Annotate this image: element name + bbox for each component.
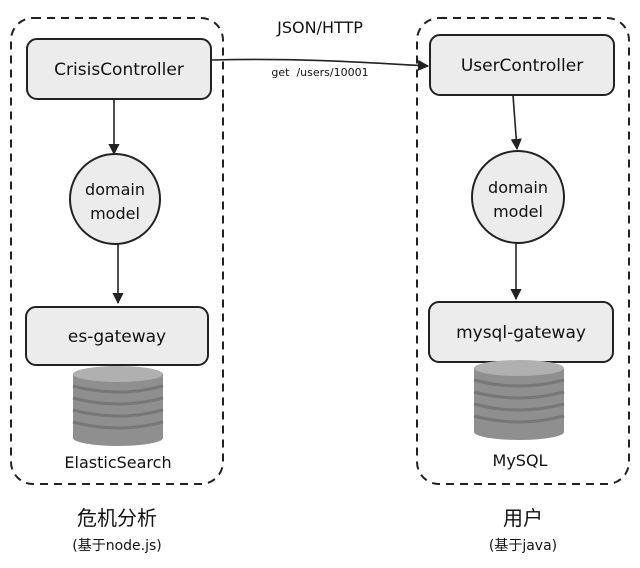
right-domain-model-line2: model bbox=[493, 202, 543, 221]
es-gateway-label: es-gateway bbox=[68, 327, 166, 347]
mysql-database-icon bbox=[473, 360, 565, 440]
protocol-label: JSON/HTTP bbox=[276, 18, 363, 37]
left-system-container bbox=[10, 17, 224, 485]
left-system-caption-title: 危机分析 bbox=[77, 506, 157, 530]
elasticsearch-label: ElasticSearch bbox=[64, 453, 171, 472]
right-domain-model-line1: domain bbox=[488, 178, 548, 197]
left-system-caption: 危机分析 (基于node.js) bbox=[17, 506, 217, 556]
right-system-caption-title: 用户 bbox=[503, 506, 543, 530]
request-label: get /users/10001 bbox=[271, 66, 368, 79]
right-arrow-controller-to-model bbox=[510, 94, 522, 151]
right-system-caption-sub: (基于java) bbox=[488, 538, 558, 554]
user-controller-label: UserController bbox=[461, 56, 583, 76]
left-domain-model-line2: model bbox=[90, 204, 140, 223]
http-request-arrow bbox=[211, 58, 430, 71]
mysql-gateway-box: mysql-gateway bbox=[428, 301, 614, 363]
right-system-caption: 用户 (基于java) bbox=[423, 506, 623, 556]
mysql-label: MySQL bbox=[493, 451, 548, 470]
mysql-gateway-label: mysql-gateway bbox=[456, 323, 586, 343]
right-system-container bbox=[416, 17, 630, 485]
right-domain-model-node: domain model bbox=[471, 150, 565, 244]
crisis-controller-label: CrisisController bbox=[54, 60, 184, 80]
es-gateway-box: es-gateway bbox=[25, 306, 209, 366]
left-system-caption-sub: (基于node.js) bbox=[72, 538, 162, 554]
left-domain-model-node: domain model bbox=[69, 153, 161, 245]
crisis-controller-box: CrisisController bbox=[26, 38, 212, 100]
user-controller-box: UserController bbox=[429, 34, 615, 96]
elasticsearch-database-icon bbox=[72, 366, 164, 446]
left-domain-model-line1: domain bbox=[85, 180, 145, 199]
